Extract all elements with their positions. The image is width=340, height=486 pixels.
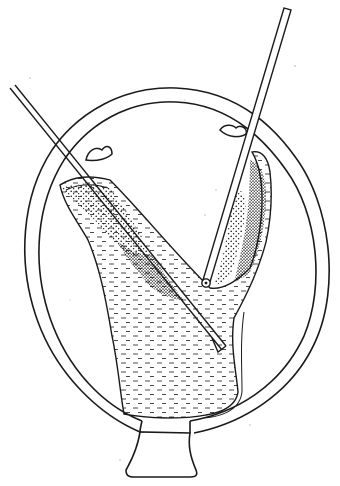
optic-nerve xyxy=(126,421,197,477)
ciliary-tufts xyxy=(86,125,246,160)
retinal-mass xyxy=(60,152,271,418)
